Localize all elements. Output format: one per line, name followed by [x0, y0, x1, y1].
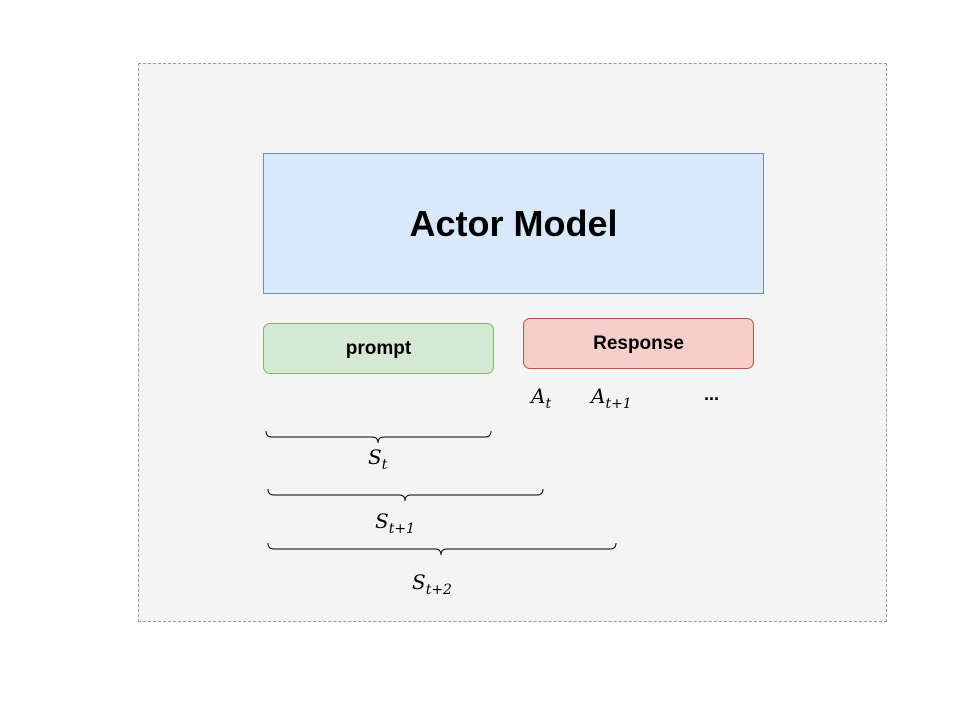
- state-label-t: St: [368, 445, 388, 473]
- prompt-label: prompt: [345, 337, 412, 359]
- state-label-t-plus-2: St+2: [412, 570, 452, 598]
- action-ellipsis: ...: [704, 384, 720, 404]
- prompt-box: prompt: [263, 323, 494, 374]
- state-label-t-plus-1: St+1: [375, 509, 415, 537]
- action-label-t: At: [531, 384, 552, 412]
- response-label: Response: [593, 332, 684, 354]
- actor-model-box: Actor Model: [263, 153, 764, 294]
- response-box: Response: [523, 318, 754, 369]
- brace-s-t-plus-2: [267, 542, 617, 556]
- actor-model-label: Actor Model: [409, 202, 618, 244]
- brace-s-t: [265, 430, 492, 444]
- brace-s-t-plus-1: [267, 488, 544, 502]
- action-label-t-plus-1: At+1: [591, 384, 632, 412]
